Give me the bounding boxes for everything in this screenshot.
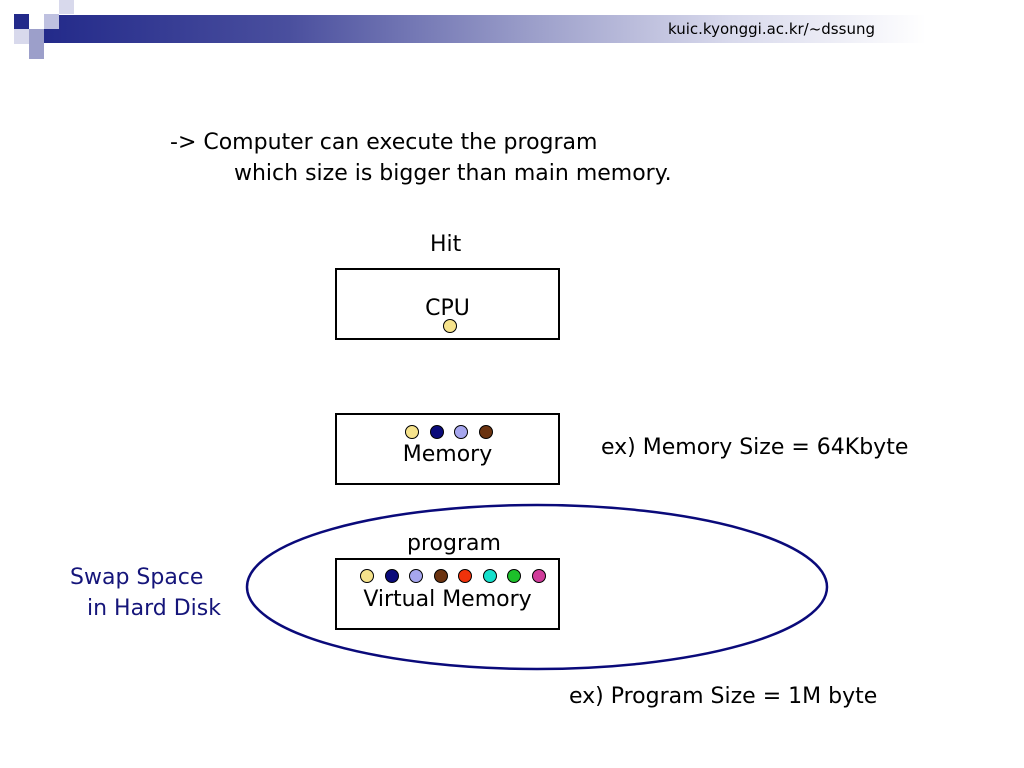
data-block-dot: [384, 569, 399, 583]
swap-space-line-2: in Hard Disk: [87, 596, 221, 621]
data-block-dot: [478, 425, 493, 439]
data-block-dot: [405, 425, 419, 439]
data-block-dot: [433, 569, 448, 583]
swap-space-label: Swap Space in Hard Disk: [70, 562, 221, 624]
decor-square: [14, 29, 29, 44]
swap-space-outline: [245, 503, 829, 671]
data-block-dot: [458, 569, 472, 583]
virtual-memory-label: Virtual Memory: [363, 587, 532, 612]
data-block-dot: [409, 569, 423, 583]
header-url: kuic.kyonggi.ac.kr/~dssung: [668, 20, 875, 38]
memory-label: Memory: [402, 442, 493, 467]
decor-square: [29, 44, 44, 59]
data-block-dot: [454, 425, 468, 439]
swap-space-line-1: Swap Space: [70, 565, 204, 590]
data-block-dot: [507, 569, 521, 583]
statement: -> Computer can execute the program whic…: [170, 127, 672, 189]
program-label: program: [407, 531, 501, 556]
statement-line-1: -> Computer can execute the program: [170, 130, 598, 155]
data-block-dot: [443, 319, 457, 333]
program-size-example: ex) Program Size = 1M byte: [569, 684, 878, 709]
decor-square: [44, 14, 59, 29]
data-block-dot: [360, 569, 374, 583]
header-gradient-bar: [44, 15, 1024, 43]
decor-square: [29, 29, 44, 44]
data-block-dot: [482, 569, 497, 583]
hit-label: Hit: [430, 232, 462, 257]
decor-square: [59, 0, 74, 14]
data-block-dot: [531, 569, 546, 583]
data-block-dot: [429, 425, 444, 439]
virtual-memory-box: Virtual Memory: [335, 558, 560, 630]
memory-size-example: ex) Memory Size = 64Kbyte: [601, 435, 909, 460]
statement-line-2: which size is bigger than main memory.: [234, 161, 672, 186]
cpu-box: CPU: [335, 268, 560, 340]
decor-square: [14, 14, 29, 29]
memory-box: Memory: [335, 413, 560, 485]
cpu-label: CPU: [425, 296, 470, 321]
